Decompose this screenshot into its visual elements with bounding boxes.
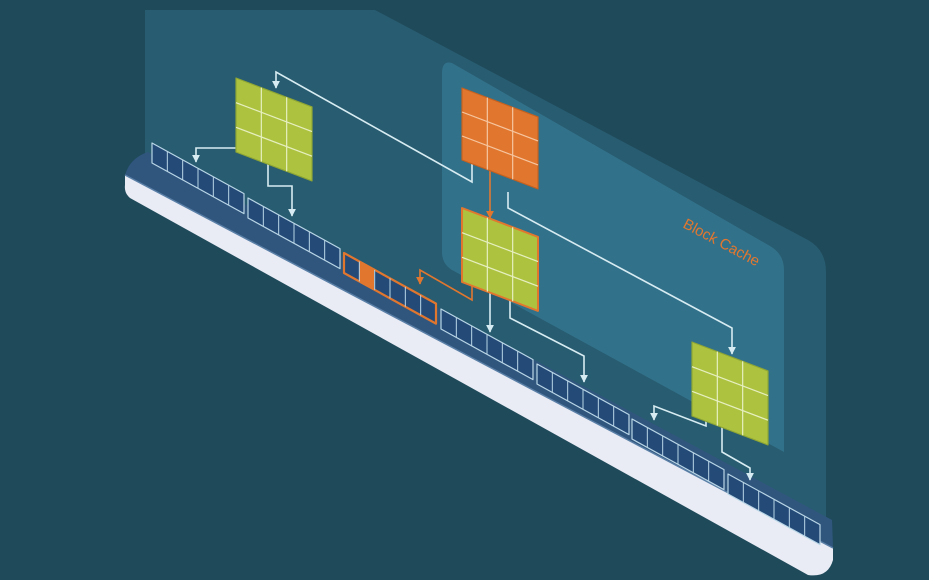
tree-node-grid-line bbox=[691, 366, 769, 397]
connector-inner-b-to-leaf-5 bbox=[509, 292, 588, 383]
data-block-leaf-7 bbox=[727, 473, 821, 546]
tree-node-grid-line bbox=[461, 111, 539, 142]
data-block-leaf-2 bbox=[247, 197, 341, 270]
tree-node-grid-line bbox=[235, 126, 313, 157]
slab-top-edge bbox=[124, 174, 834, 549]
data-block-leaf-4 bbox=[440, 308, 534, 381]
data-block-leaf-6 bbox=[631, 418, 725, 491]
tree-nodes bbox=[235, 77, 769, 446]
data-block-leaf-5 bbox=[536, 363, 630, 436]
tree-node-grid-line bbox=[461, 256, 539, 287]
connector-inner-a-to-leaf-2 bbox=[267, 152, 296, 217]
leaf-blocks bbox=[151, 142, 821, 546]
tree-node-grid-line bbox=[461, 232, 539, 263]
tree-node-inner-c bbox=[691, 341, 769, 446]
tree-node-grid-line bbox=[461, 135, 539, 166]
slab-side bbox=[124, 175, 834, 576]
tree-node-root bbox=[461, 87, 539, 190]
tree-node-inner-b bbox=[461, 207, 539, 312]
connector-root-to-inner-a bbox=[272, 70, 473, 184]
connector-root-to-inner-c bbox=[507, 192, 736, 355]
connector-inner-b-to-leaf-3 bbox=[416, 268, 473, 302]
tree-node-grid-line bbox=[691, 390, 769, 421]
data-block-leaf-1 bbox=[151, 142, 245, 215]
data-block-leaf-3 bbox=[342, 251, 438, 325]
cached-data-cell bbox=[359, 261, 374, 290]
tree-node-inner-a bbox=[235, 77, 313, 182]
tree-node-grid-line bbox=[235, 102, 313, 133]
connector-inner-c-to-leaf-7 bbox=[721, 418, 754, 481]
